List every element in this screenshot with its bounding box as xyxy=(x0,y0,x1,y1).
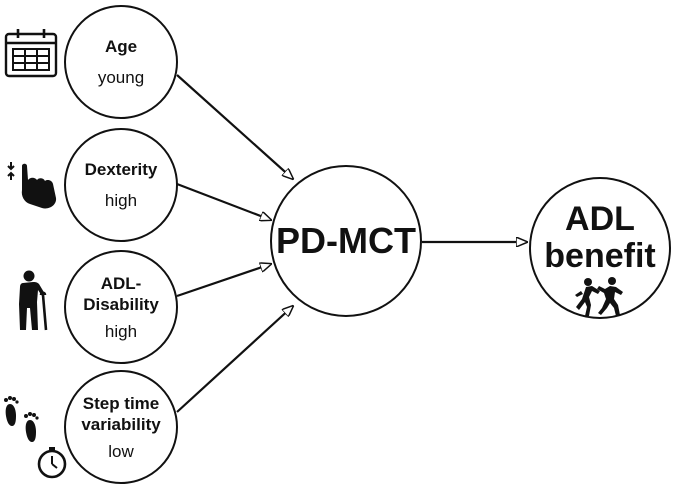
node-pd-mct: PD-MCT xyxy=(270,165,422,317)
node-adl-benefit: ADL benefit xyxy=(529,177,671,319)
footprints-stopwatch-icon xyxy=(4,396,67,479)
node-age: Age young xyxy=(64,5,178,119)
node-step-time-title: Step time variability xyxy=(81,393,161,434)
people-exercising-icon xyxy=(575,277,623,316)
arrow-age-to-pdmct xyxy=(176,74,293,179)
node-pd-mct-label: PD-MCT xyxy=(276,220,416,261)
node-age-title: Age xyxy=(104,37,138,56)
arrow-dexterity-to-pdmct xyxy=(176,182,271,220)
node-adl-disability: ADL- Disability high xyxy=(64,250,178,364)
node-step-time-variability: Step time variability low xyxy=(64,370,178,484)
node-adl-benefit-label: ADL benefit xyxy=(544,200,656,275)
node-dexterity-value: high xyxy=(104,191,138,210)
elderly-person-cane-icon xyxy=(19,270,48,331)
arrow-adl-disability-to-pdmct xyxy=(176,264,271,298)
hand-pinch-icon xyxy=(7,162,57,209)
node-adl-disability-title: ADL- Disability xyxy=(83,273,159,314)
node-adl-disability-value: high xyxy=(104,321,138,341)
arrow-step-time-to-pdmct xyxy=(176,306,293,413)
calendar-icon xyxy=(4,29,58,78)
node-dexterity-title: Dexterity xyxy=(84,160,158,179)
node-step-time-value: low xyxy=(108,441,134,461)
node-age-value: young xyxy=(97,68,145,87)
node-dexterity: Dexterity high xyxy=(64,128,178,242)
